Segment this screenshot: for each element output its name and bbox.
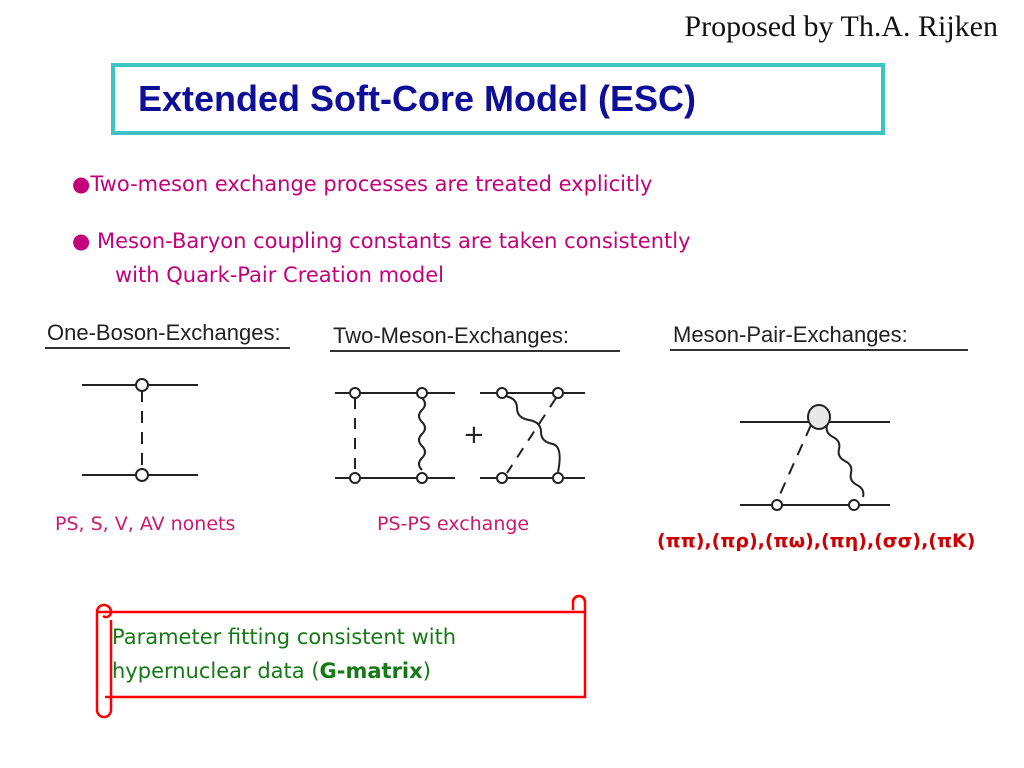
mpe-caption: (ππ),(πρ),(πω),(πη),(σσ),(πK): [657, 530, 976, 552]
note-prefix: hypernuclear data (: [112, 659, 320, 683]
bullet-coupling-continuation: with Quark-Pair Creation model: [115, 263, 444, 287]
slide-title: Extended Soft-Core Model (ESC): [138, 78, 697, 119]
pair-vertex-blob: [807, 404, 831, 430]
obe-caption: PS, S, V, AV nonets: [55, 513, 236, 535]
bullet-dot: ●: [72, 229, 97, 253]
tme-caption: PS-PS exchange: [377, 513, 530, 535]
meson-dashed-line: [776, 424, 812, 502]
vertex: [771, 499, 783, 511]
crossed-box-diagram: [480, 387, 585, 484]
tme-title-underline: [330, 350, 620, 352]
bullet-coupling: ● Meson-Baryon coupling constants are ta…: [72, 229, 691, 253]
tme-section-title: Two-Meson-Exchanges:: [333, 323, 569, 348]
obe-title-underline: [45, 347, 290, 349]
note-line-2: hypernuclear data (G-matrix): [112, 654, 456, 688]
note-suffix: ): [422, 659, 431, 683]
title-frame: [111, 63, 885, 135]
author-credit: Proposed by Th.A. Rijken: [684, 10, 998, 43]
vertex: [848, 499, 860, 511]
scroll-callout-frame: [95, 594, 587, 719]
vertex: [135, 468, 149, 482]
bullet-two-meson: ●Two-meson exchange processes are treate…: [72, 172, 652, 196]
mpe-title-underline: [670, 349, 968, 351]
obe-feynman-diagram: [82, 378, 198, 482]
scroll-note-text: Parameter fitting consistent with hypern…: [112, 620, 456, 688]
bullet-text: Two-meson exchange processes are treated…: [90, 172, 653, 196]
mpe-feynman-diagram: [740, 404, 890, 511]
vertex: [135, 378, 149, 392]
note-line-1: Parameter fitting consistent with: [112, 625, 457, 649]
mpe-section-title: Meson-Pair-Exchanges:: [673, 322, 908, 347]
obe-section-title: One-Boson-Exchanges:: [47, 320, 281, 345]
box-diagram: [335, 387, 455, 484]
bullet-text: Meson-Baryon coupling constants are take…: [97, 229, 691, 253]
plus-sign: +: [463, 420, 485, 450]
g-matrix-highlight: G-matrix: [319, 659, 423, 683]
tme-feynman-diagrams: +: [335, 387, 585, 484]
bullet-dot: ●: [72, 172, 91, 196]
meson-wavy-line: [825, 424, 865, 498]
